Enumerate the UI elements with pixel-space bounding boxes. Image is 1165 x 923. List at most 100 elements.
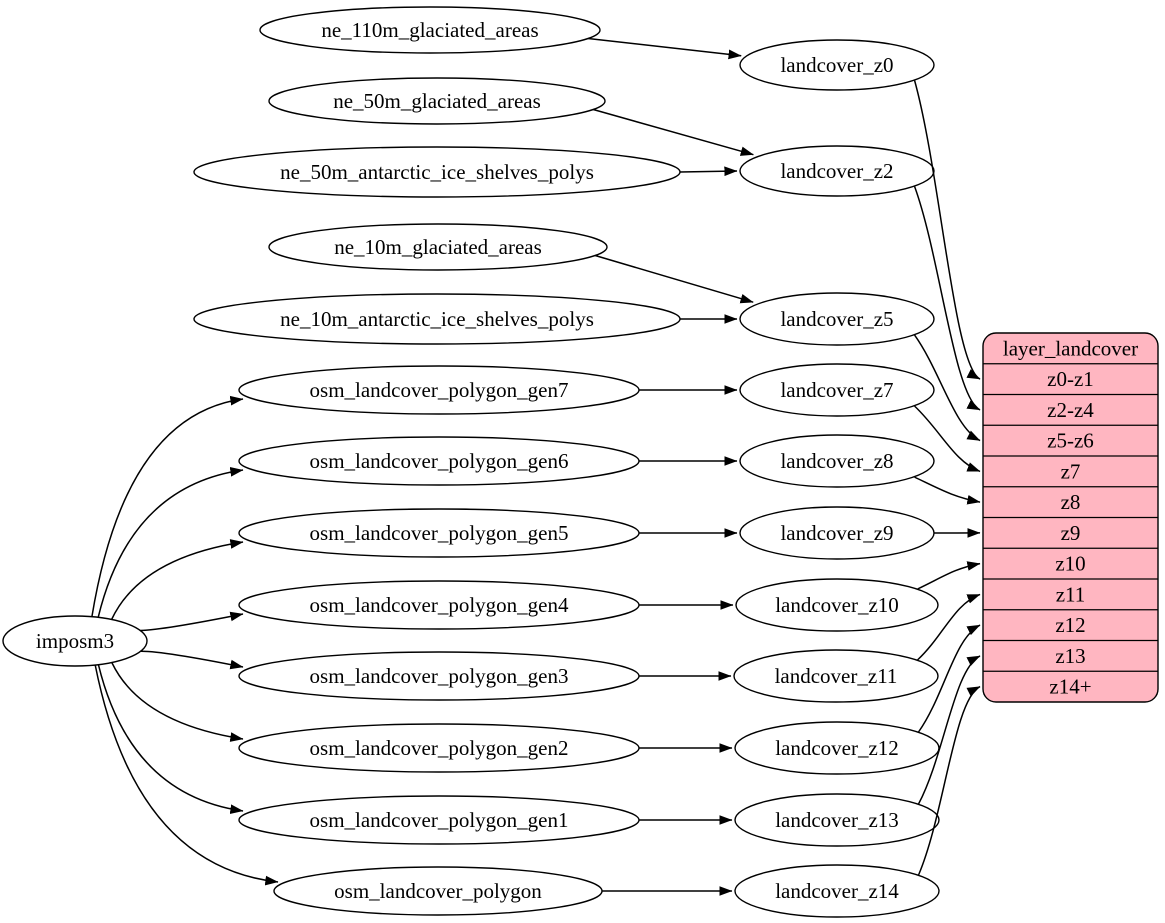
node-landcover_z14: landcover_z14 — [734, 864, 940, 918]
node-label: osm_landcover_polygon_gen5 — [310, 521, 569, 545]
node-osm_landcover_polygon_gen4: osm_landcover_polygon_gen4 — [238, 580, 640, 630]
node-label: landcover_z2 — [780, 159, 893, 183]
node-ne_50m_glaciated_areas: ne_50m_glaciated_areas — [268, 77, 606, 125]
node-landcover_z5: landcover_z5 — [739, 292, 935, 346]
edge-ne_50m_glaciated_areas-landcover_z2 — [593, 108, 754, 156]
record-row-label: z12 — [1055, 613, 1085, 637]
node-landcover_z11: landcover_z11 — [733, 649, 939, 703]
node-label: osm_landcover_polygon_gen7 — [310, 378, 569, 402]
node-label: landcover_z7 — [780, 378, 893, 402]
node-label: landcover_z14 — [775, 879, 899, 903]
node-label: landcover_z12 — [775, 736, 899, 760]
edge-landcover_z7-layer_landcover-row3 — [914, 405, 981, 473]
edge-imposm3-osm_landcover_polygon_gen7 — [91, 395, 244, 617]
edge-landcover_z8-layer_landcover-row4 — [914, 476, 981, 505]
node-osm_landcover_polygon_gen1: osm_landcover_polygon_gen1 — [238, 795, 640, 845]
node-ellipse — [268, 223, 608, 271]
node-osm_landcover_polygon_gen3: osm_landcover_polygon_gen3 — [238, 651, 640, 701]
node-ellipse — [2, 615, 148, 667]
edge-landcover_z0-layer_landcover-row0 — [913, 80, 981, 380]
node-label: landcover_z0 — [780, 53, 893, 77]
node-ellipse — [739, 145, 935, 197]
edge-landcover_z2-layer_landcover-row1 — [913, 186, 981, 411]
edge-landcover_z11-layer_landcover-row7 — [917, 593, 981, 661]
edge-landcover_z13-layer_landcover-row9 — [917, 655, 981, 805]
edge-imposm3-osm_landcover_polygon_gen5 — [110, 539, 244, 620]
edge-imposm3-osm_landcover_polygon_gen4 — [140, 611, 244, 632]
node-label: osm_landcover_polygon — [334, 879, 542, 903]
record-row-label: z0-z1 — [1047, 367, 1094, 391]
node-ne_110m_glaciated_areas: ne_110m_glaciated_areas — [259, 6, 601, 54]
edge-landcover_z5-layer_landcover-row2 — [913, 334, 981, 442]
edge-ne_110m_glaciated_areas-landcover_z0 — [588, 37, 742, 60]
edge-landcover_z10-layer_landcover-row6 — [917, 561, 981, 590]
edge-landcover_z12-layer_landcover-row8 — [917, 624, 981, 733]
node-landcover_z7: landcover_z7 — [739, 363, 935, 417]
node-label: landcover_z5 — [780, 307, 893, 331]
node-osm_landcover_polygon_gen5: osm_landcover_polygon_gen5 — [238, 508, 640, 558]
node-landcover_z12: landcover_z12 — [734, 721, 940, 775]
node-ellipse — [733, 649, 939, 703]
node-landcover_z10: landcover_z10 — [735, 578, 939, 632]
node-label: landcover_z8 — [780, 449, 893, 473]
node-label: landcover_z13 — [775, 808, 899, 832]
node-label: ne_110m_glaciated_areas — [321, 18, 538, 42]
node-ellipse — [259, 6, 601, 54]
edge-ne_10m_glaciated_areas-landcover_z5 — [594, 254, 754, 304]
record-row-label: z14+ — [1049, 675, 1091, 699]
node-landcover_z9: landcover_z9 — [739, 506, 935, 560]
record-row-label: z13 — [1055, 644, 1085, 668]
node-label: imposm3 — [36, 629, 114, 653]
node-ne_10m_glaciated_areas: ne_10m_glaciated_areas — [268, 223, 608, 271]
record-row-label: z10 — [1055, 552, 1085, 576]
node-ellipse — [734, 721, 940, 775]
record-layer_landcover: layer_landcover z0-z1 z2-z4 z5-z6 z7 z8 z9 z10 z… — [982, 332, 1159, 703]
node-ne_10m_antarctic_ice_shelves_polys: ne_10m_antarctic_ice_shelves_polys — [193, 293, 681, 345]
edge-imposm3-osm_landcover_polygon_gen2 — [111, 662, 244, 742]
edge-imposm3-osm_landcover_polygon_gen3 — [140, 650, 244, 670]
record-row-label: z2-z4 — [1047, 398, 1094, 422]
edge-imposm3-osm_landcover_polygon_gen6 — [97, 466, 244, 618]
edge-landcover_z14-layer_landcover-row10 — [917, 685, 981, 876]
node-landcover_z2: landcover_z2 — [739, 145, 935, 197]
node-osm_landcover_polygon_gen7: osm_landcover_polygon_gen7 — [238, 365, 640, 415]
node-osm_landcover_polygon_gen2: osm_landcover_polygon_gen2 — [238, 723, 640, 773]
node-ellipse — [739, 363, 935, 417]
node-ellipse — [734, 793, 940, 847]
node-ne_50m_antarctic_ice_shelves_polys: ne_50m_antarctic_ice_shelves_polys — [193, 146, 681, 198]
node-ellipse — [735, 578, 939, 632]
node-label: ne_10m_glaciated_areas — [334, 235, 542, 259]
node-label: ne_50m_antarctic_ice_shelves_polys — [280, 160, 594, 184]
node-label: osm_landcover_polygon_gen4 — [310, 593, 569, 617]
node-osm_landcover_polygon_gen6: osm_landcover_polygon_gen6 — [238, 436, 640, 486]
record-row-label: z9 — [1061, 521, 1081, 545]
node-landcover_z0: landcover_z0 — [739, 39, 935, 91]
node-label: osm_landcover_polygon_gen2 — [310, 736, 569, 760]
node-ellipse — [739, 434, 935, 488]
record-row-label: z7 — [1061, 459, 1081, 483]
node-landcover_z13: landcover_z13 — [734, 793, 940, 847]
node-label: landcover_z9 — [780, 521, 893, 545]
record-row-label: z8 — [1061, 490, 1081, 514]
node-ellipse — [268, 77, 606, 125]
edge-imposm3-osm_landcover_polygon_gen1 — [97, 664, 244, 815]
node-label: landcover_z10 — [775, 593, 899, 617]
record-row-label: z11 — [1056, 582, 1086, 606]
record-title: layer_landcover — [1003, 336, 1138, 360]
node-label: ne_10m_antarctic_ice_shelves_polys — [280, 307, 594, 331]
node-label: ne_50m_glaciated_areas — [333, 89, 541, 113]
node-label: osm_landcover_polygon_gen1 — [310, 808, 569, 832]
node-label: osm_landcover_polygon_gen3 — [310, 664, 569, 688]
node-label: landcover_z11 — [775, 664, 898, 688]
node-ellipse — [739, 292, 935, 346]
record-row-label: z5-z6 — [1047, 429, 1094, 453]
node-ellipse — [734, 864, 940, 918]
node-label: osm_landcover_polygon_gen6 — [310, 449, 569, 473]
node-imposm3: imposm3 — [2, 615, 148, 667]
edge-imposm3-osm_landcover_polygon — [94, 664, 279, 886]
node-ellipse — [739, 39, 935, 91]
node-landcover_z8: landcover_z8 — [739, 434, 935, 488]
edge-ne_50m_antarctic_ice_shelves_polys-landcover_z2 — [679, 166, 738, 177]
